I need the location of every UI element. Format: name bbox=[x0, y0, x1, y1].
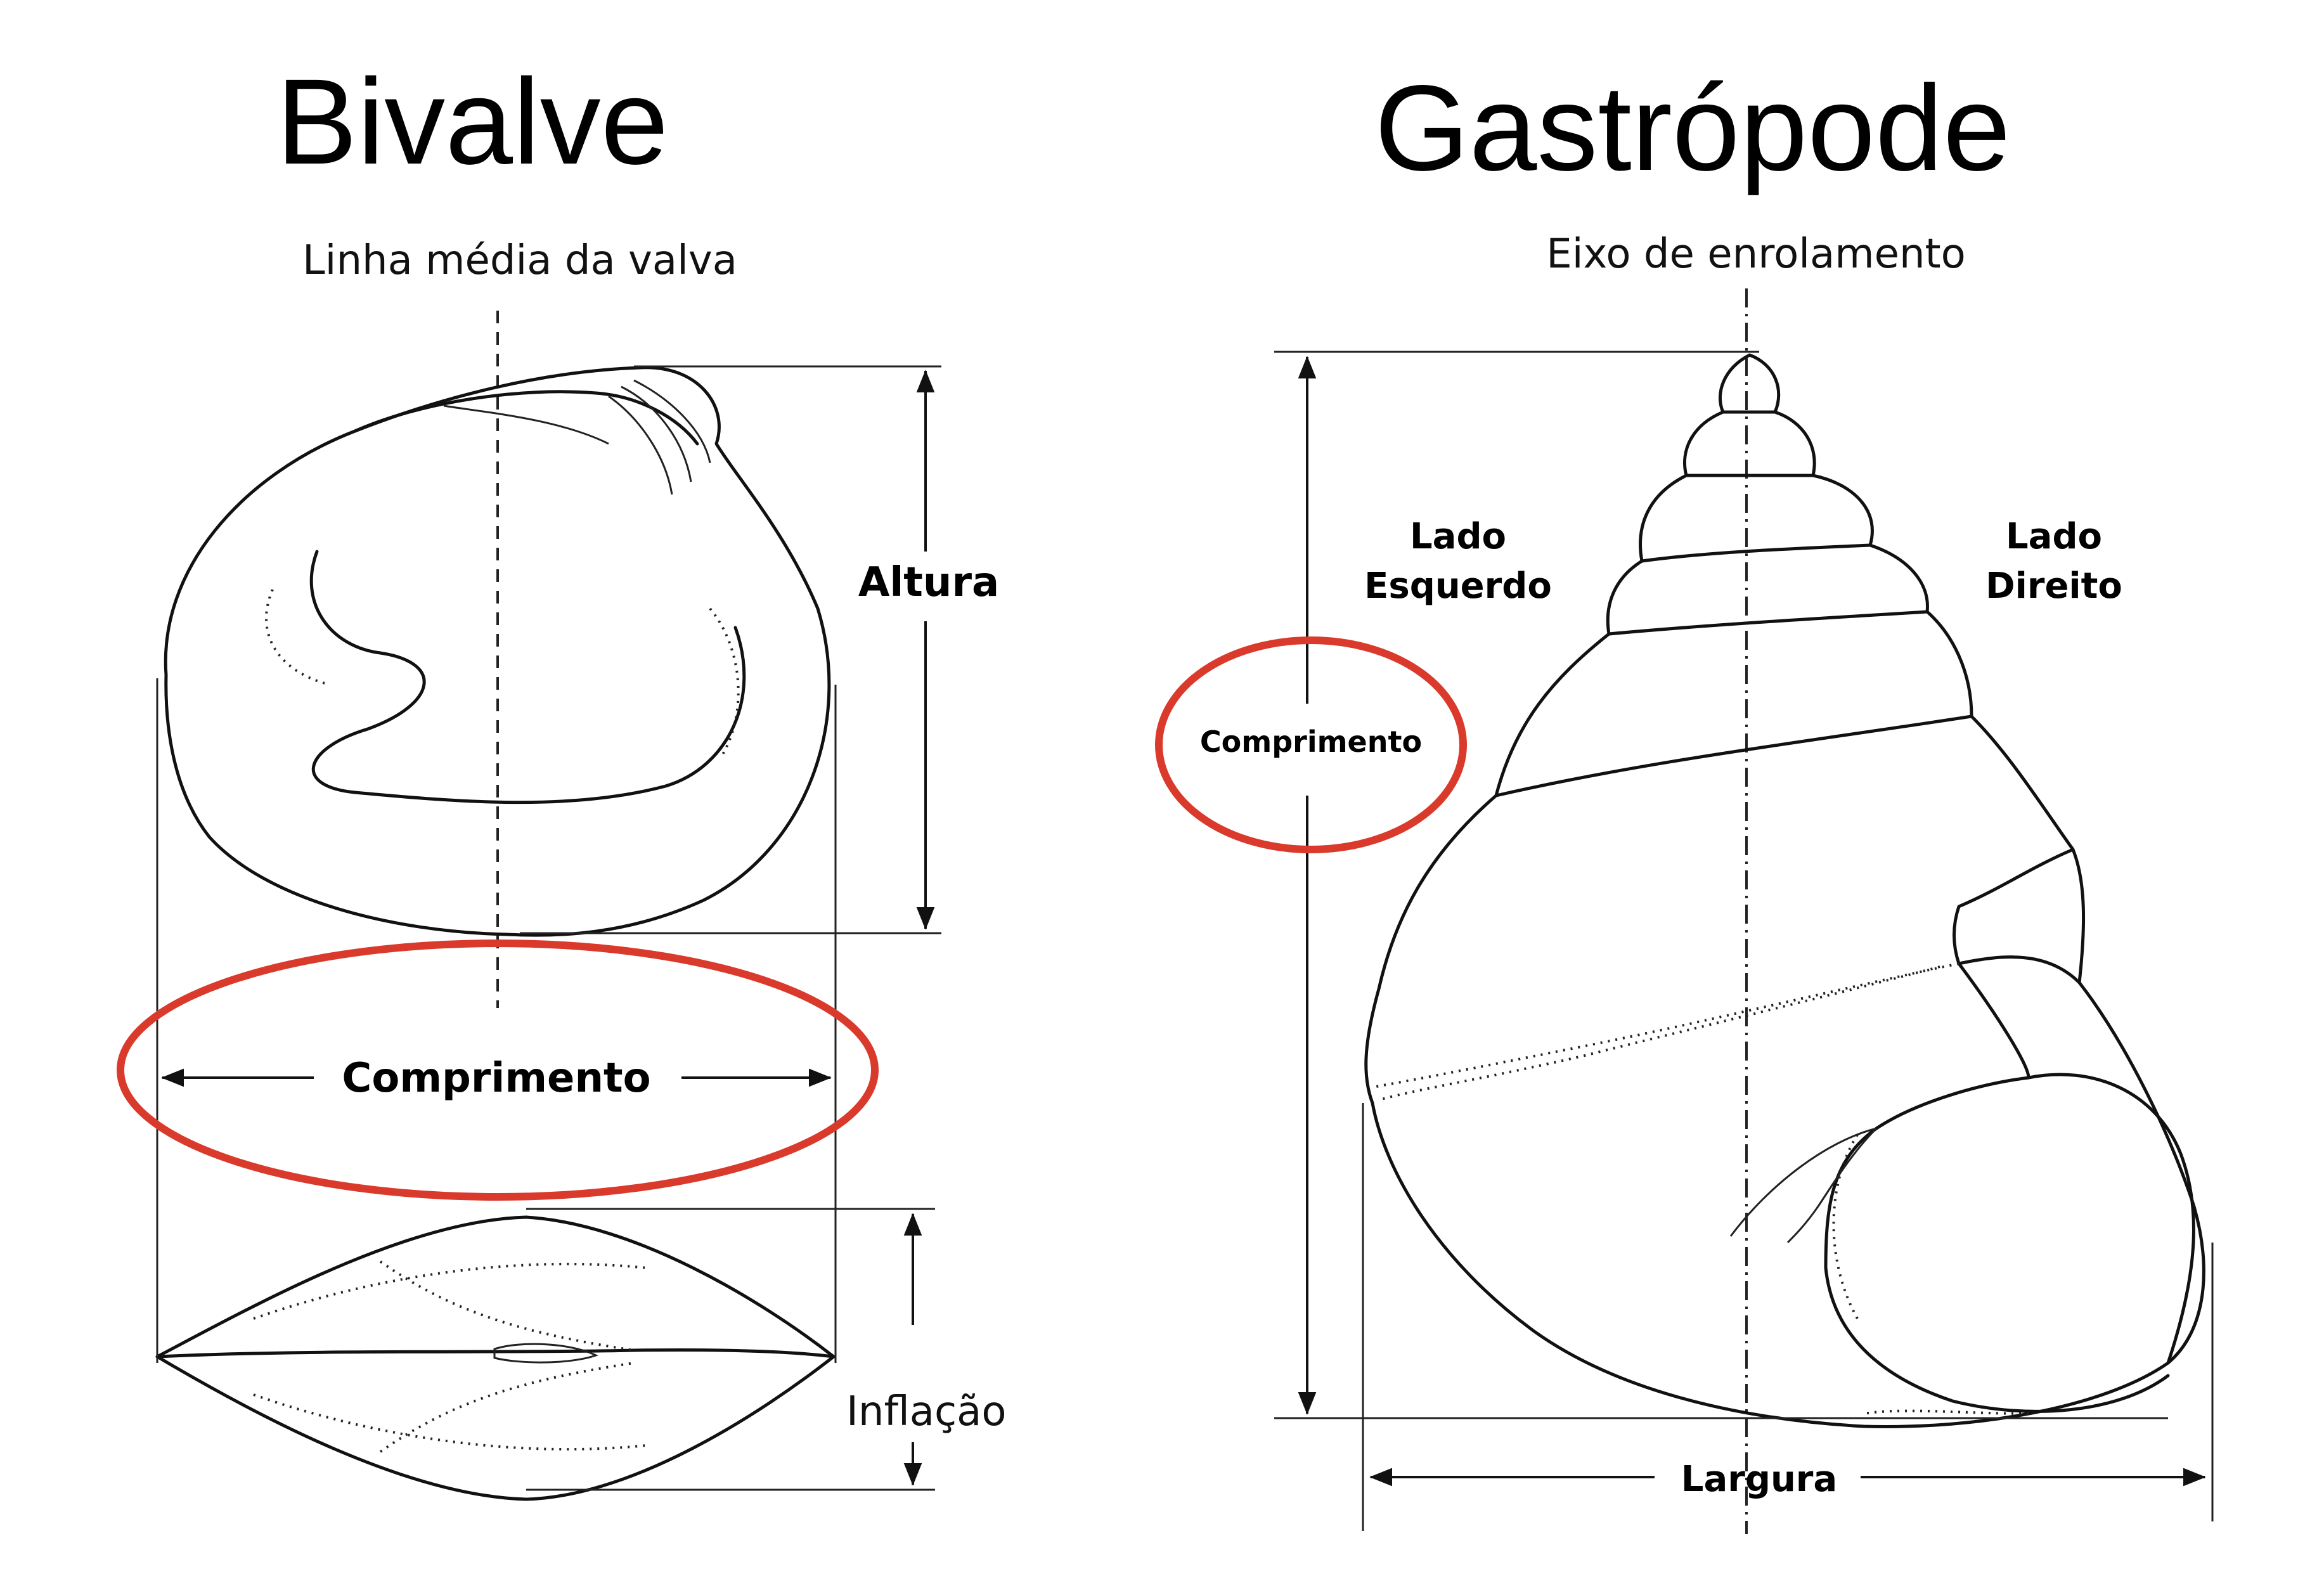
gastropod-shell-drawing bbox=[1364, 353, 2205, 1428]
gastropod-panel: Gastrópode Eixo de enrolamento bbox=[1155, 60, 2214, 1534]
left-side-label-line1: Lado bbox=[1410, 516, 1506, 557]
height-label: Altura bbox=[858, 559, 999, 606]
right-side-label-line1: Lado bbox=[2006, 516, 2102, 557]
valve-midline-label: Linha média da valva bbox=[302, 237, 737, 284]
bivalve-length-highlight-ellipse bbox=[117, 939, 879, 1201]
gastropod-length-label: Comprimento bbox=[1200, 725, 1422, 759]
bivalve-length-label: Comprimento bbox=[342, 1055, 650, 1102]
gastropod-title: Gastrópode bbox=[1374, 60, 2010, 196]
gastropod-length-highlight-ellipse bbox=[1155, 636, 1467, 853]
right-side-label-line2: Direito bbox=[1985, 565, 2122, 607]
width-label: Largura bbox=[1681, 1459, 1837, 1500]
bivalve-title: Bivalve bbox=[276, 53, 669, 190]
inflation-label: Inflação bbox=[846, 1388, 1007, 1435]
bivalve-valve-drawing bbox=[155, 366, 836, 1501]
left-side-label-line2: Esquerdo bbox=[1364, 565, 1552, 607]
coiling-axis-label: Eixo de enrolamento bbox=[1546, 231, 1966, 278]
bivalve-panel: Bivalve Linha média da valva bbox=[117, 53, 1007, 1501]
